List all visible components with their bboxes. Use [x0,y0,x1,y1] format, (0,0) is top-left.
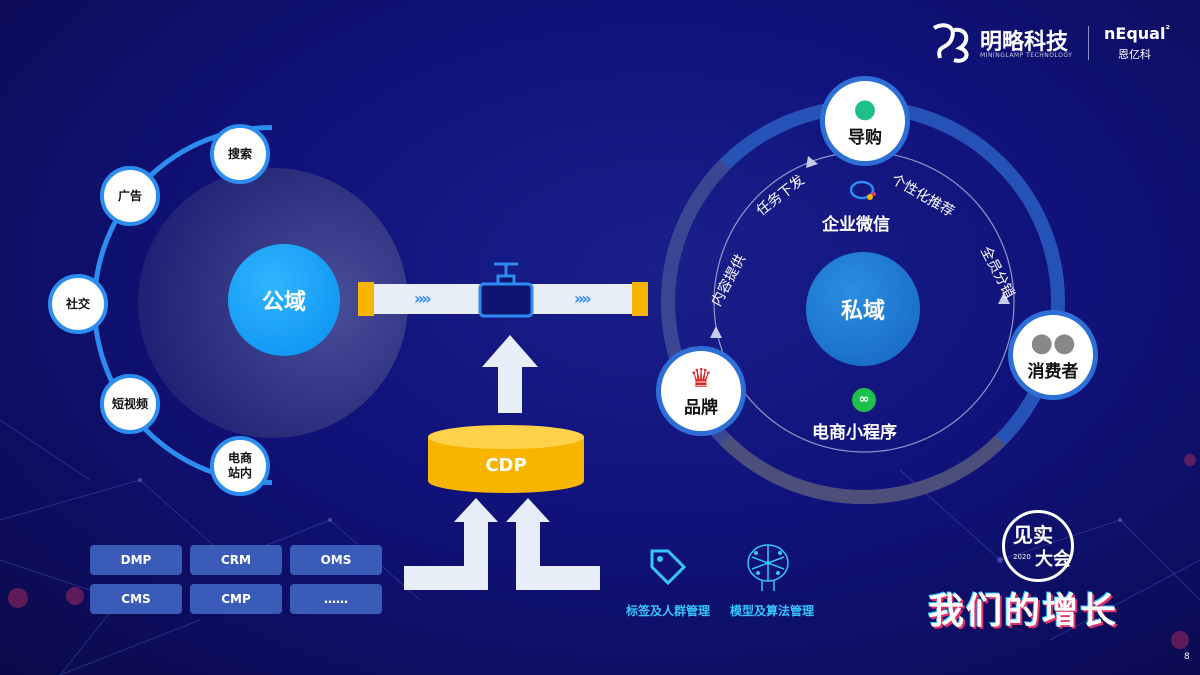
person-badge-icon: ● [853,93,877,124]
event-badge-bottom: 大会 [1035,549,1071,570]
brand-name-en: MININGLAMP TECHNOLOGY [980,52,1073,59]
node-shopping-guide: ● 导购 [820,76,910,166]
flow-chevrons-right: »» [574,289,592,308]
partner-logo: nEqual² [1104,24,1170,43]
brand-name-cn: 明略科技 [980,30,1069,55]
miniapp-label: 电商小程序 [812,423,897,443]
group-icon: ●● [1030,327,1076,358]
partner-name-en: nEqual [1104,24,1166,43]
brand-logo [928,20,974,64]
node-shopping-guide-label: 导购 [848,127,882,148]
partner-superscript: ² [1165,24,1170,36]
wechat-work-icon [849,180,876,202]
header-divider [1088,26,1089,60]
channel-ecommerce: 电商 站内 [210,436,270,496]
system-oms: OMS [290,545,382,575]
channel-search: 搜索 [210,124,270,184]
channel-short-video: 短视频 [100,374,160,434]
tag-icon [650,549,687,586]
cdp-label: CDP [485,455,527,476]
channel-ads: 广告 [100,166,160,226]
valve-icon [478,262,534,318]
arrow-up-icon [482,335,538,413]
node-consumer-label: 消费者 [1027,361,1079,382]
system-dmp: DMP [90,545,182,575]
event-badge: 见实 2020 大会 [1002,510,1074,582]
miniapp-icon: ∞ [852,388,876,412]
slogan: 我们的增长 [928,591,1119,632]
capability-model-label: 模型及算法管理 [730,604,815,618]
pipe-cap-left [358,282,374,316]
node-consumer: ●● 消费者 [1008,310,1098,400]
flow-chevrons-left: »» [414,289,432,308]
node-brand: ♛ 品牌 [656,346,746,436]
system-cmp: CMP [190,584,282,614]
wechat-work-label: 企业微信 [822,215,890,235]
event-badge-year: 2020 [1013,553,1031,561]
partner-name-cn: 恩亿科 [1118,48,1151,61]
page-number: 8 [1184,652,1190,662]
logo-mark-icon [932,23,969,63]
cdp-database [428,425,584,493]
channel-social: 社交 [48,274,108,334]
pipe-cap-right [632,282,648,316]
private-domain-hub: 私域 [806,252,920,366]
event-badge-top: 见实 [1013,523,1053,547]
system-more: …… [290,584,382,614]
system-crm: CRM [190,545,282,575]
public-domain-hub: 公域 [228,244,340,356]
crown-icon: ♛ [689,363,713,394]
system-cms: CMS [90,584,182,614]
node-brand-label: 品牌 [684,397,718,418]
brain-icon [747,544,789,591]
capability-tag-label: 标签及人群管理 [626,604,711,618]
input-flow-arrows [404,498,600,590]
